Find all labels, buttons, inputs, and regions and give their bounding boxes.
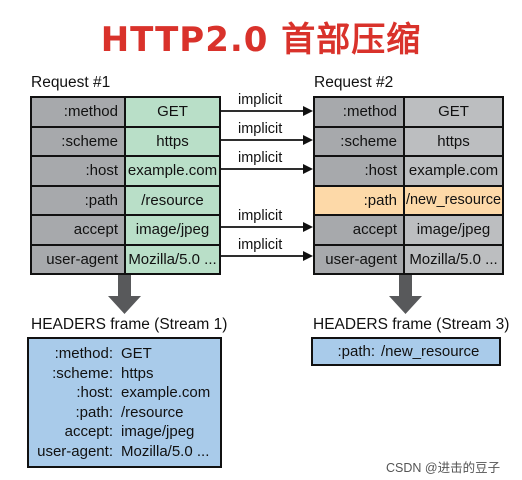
frame-key: :scheme: xyxy=(52,364,113,382)
header-key: :scheme xyxy=(315,127,403,155)
header-key: :host xyxy=(315,157,403,185)
header-key: accept xyxy=(315,216,403,244)
header-key: :method xyxy=(315,98,403,126)
request1-table: :method GET :scheme https :host example.… xyxy=(30,96,221,275)
header-value: /resource xyxy=(126,186,219,214)
list-item: :method: GET xyxy=(29,344,220,364)
frame-value: image/jpeg xyxy=(121,423,195,441)
request2-caption: Request #2 xyxy=(314,74,394,91)
watermark: CSDN @进击的豆子 xyxy=(386,461,501,475)
table-row: :path /resource xyxy=(32,186,219,214)
table-row: accept image/jpeg xyxy=(315,216,502,244)
arrow-right-icon xyxy=(221,251,313,261)
table-row: :host example.com xyxy=(32,157,219,185)
header-key: user-agent xyxy=(32,245,124,273)
frame-key: accept: xyxy=(64,423,113,441)
table-row: :scheme https xyxy=(32,127,219,155)
list-item: user-agent: Mozilla/5.0 ... xyxy=(29,442,220,462)
table-row: :method GET xyxy=(32,98,219,126)
arrow-down-icon xyxy=(108,275,141,314)
frame-value: example.com xyxy=(121,384,211,402)
list-item: :scheme: https xyxy=(29,364,220,384)
request2-table: :method GET :scheme https :host example.… xyxy=(313,96,504,275)
header-value: /new_resource xyxy=(405,186,502,214)
frame-value: Mozilla/5.0 ... xyxy=(121,442,210,460)
arrow-right-icon xyxy=(221,106,313,116)
frame2-caption: HEADERS frame (Stream 3) xyxy=(313,316,510,333)
implicit-label-host: implicit xyxy=(238,150,283,166)
frame-key: user-agent: xyxy=(37,442,113,460)
arrow-right-icon xyxy=(221,222,313,232)
header-key: :scheme xyxy=(32,127,124,155)
header-key: :host xyxy=(32,157,124,185)
frame-value: /resource xyxy=(121,403,184,421)
header-value: image/jpeg xyxy=(405,216,502,244)
arrow-right-icon xyxy=(221,164,313,174)
list-item: :path: /resource xyxy=(29,403,220,423)
table-row: :method GET xyxy=(315,98,502,126)
header-value: Mozilla/5.0 ... xyxy=(405,245,502,273)
list-item: :host: example.com xyxy=(29,383,220,403)
header-key: user-agent xyxy=(315,245,403,273)
request1-caption: Request #1 xyxy=(31,74,111,91)
list-item: :path: /new_resource xyxy=(313,342,499,362)
table-row: :host example.com xyxy=(315,157,502,185)
frame-value: https xyxy=(121,364,154,382)
frame-key: :path: xyxy=(337,343,375,360)
table-row: user-agent Mozilla/5.0 ... xyxy=(32,245,219,273)
header-key: accept xyxy=(32,216,124,244)
header-value: Mozilla/5.0 ... xyxy=(126,245,219,273)
header-key: :path xyxy=(32,186,124,214)
list-item: accept: image/jpeg xyxy=(29,422,220,442)
frame-key: :method: xyxy=(54,345,113,362)
page-title: HTTP2.0 首部压缩 xyxy=(100,20,422,60)
header-value: image/jpeg xyxy=(126,216,219,244)
header-value: https xyxy=(126,127,219,155)
header-value: example.com xyxy=(126,157,219,185)
header-key: :method xyxy=(32,98,124,126)
table-row: user-agent Mozilla/5.0 ... xyxy=(315,245,502,273)
frame1-caption: HEADERS frame (Stream 1) xyxy=(31,316,228,333)
changed-row: :path /new_resource xyxy=(315,186,502,214)
frame-value: GET xyxy=(121,345,152,362)
frame1-box: :method: GET :scheme: https :host: examp… xyxy=(27,337,222,468)
table-row: accept image/jpeg xyxy=(32,216,219,244)
header-value: https xyxy=(405,127,502,155)
frame2-box: :path: /new_resource xyxy=(311,337,501,366)
implicit-label-method: implicit xyxy=(238,92,283,108)
header-value: GET xyxy=(405,98,502,126)
frame-key: :path: xyxy=(75,403,113,421)
implicit-label-scheme: implicit xyxy=(238,121,283,137)
frame-key: :host: xyxy=(76,384,113,402)
header-value: example.com xyxy=(405,157,502,185)
frame-value: /new_resource xyxy=(381,343,480,360)
arrow-right-icon xyxy=(221,135,313,145)
header-key: :path xyxy=(315,186,403,214)
implicit-label-accept: implicit xyxy=(238,208,283,224)
implicit-label-user-agent: implicit xyxy=(238,237,283,253)
table-row: :scheme https xyxy=(315,127,502,155)
header-value: GET xyxy=(126,98,219,126)
arrow-down-icon xyxy=(389,275,422,314)
